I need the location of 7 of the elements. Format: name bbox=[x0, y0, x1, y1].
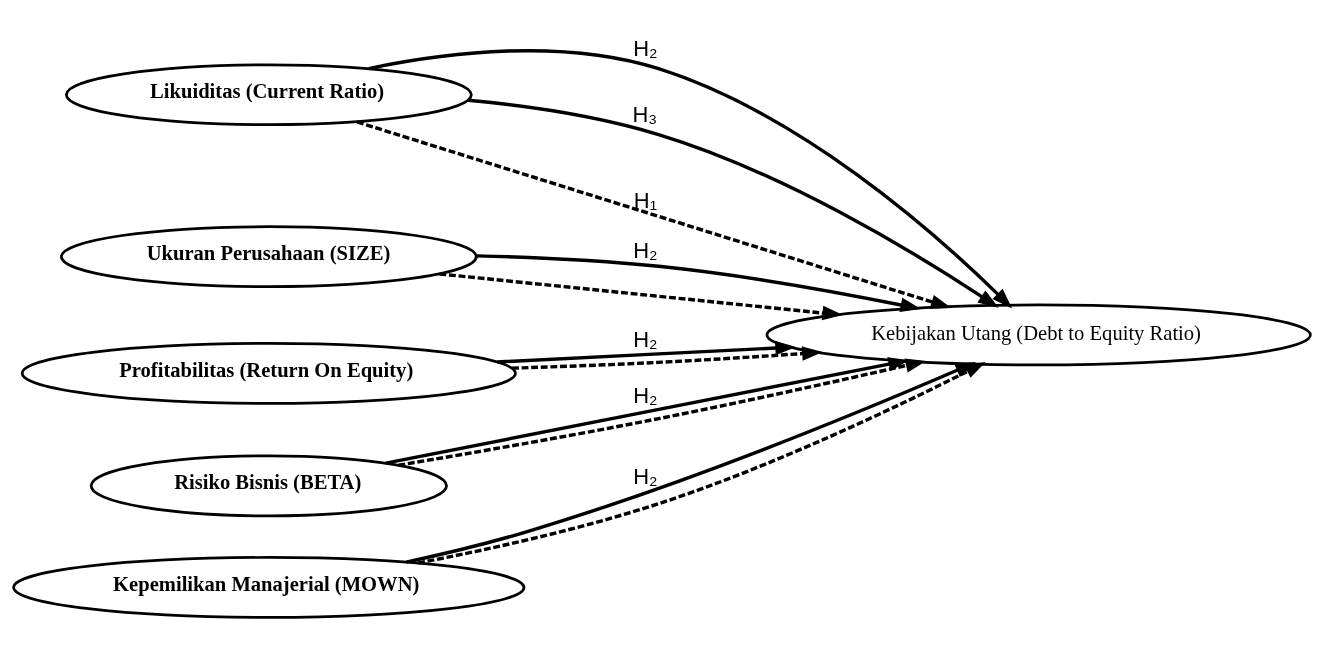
edge-label: H₃ bbox=[632, 101, 658, 127]
edge-label: H₂ bbox=[633, 35, 658, 61]
edge-label: H₂ bbox=[633, 382, 658, 408]
edge-label: H₂ bbox=[633, 237, 658, 263]
edge-label: H₂ bbox=[633, 463, 658, 489]
edge-label: H₂ bbox=[633, 326, 658, 352]
edge-label: H₁ bbox=[633, 187, 658, 213]
